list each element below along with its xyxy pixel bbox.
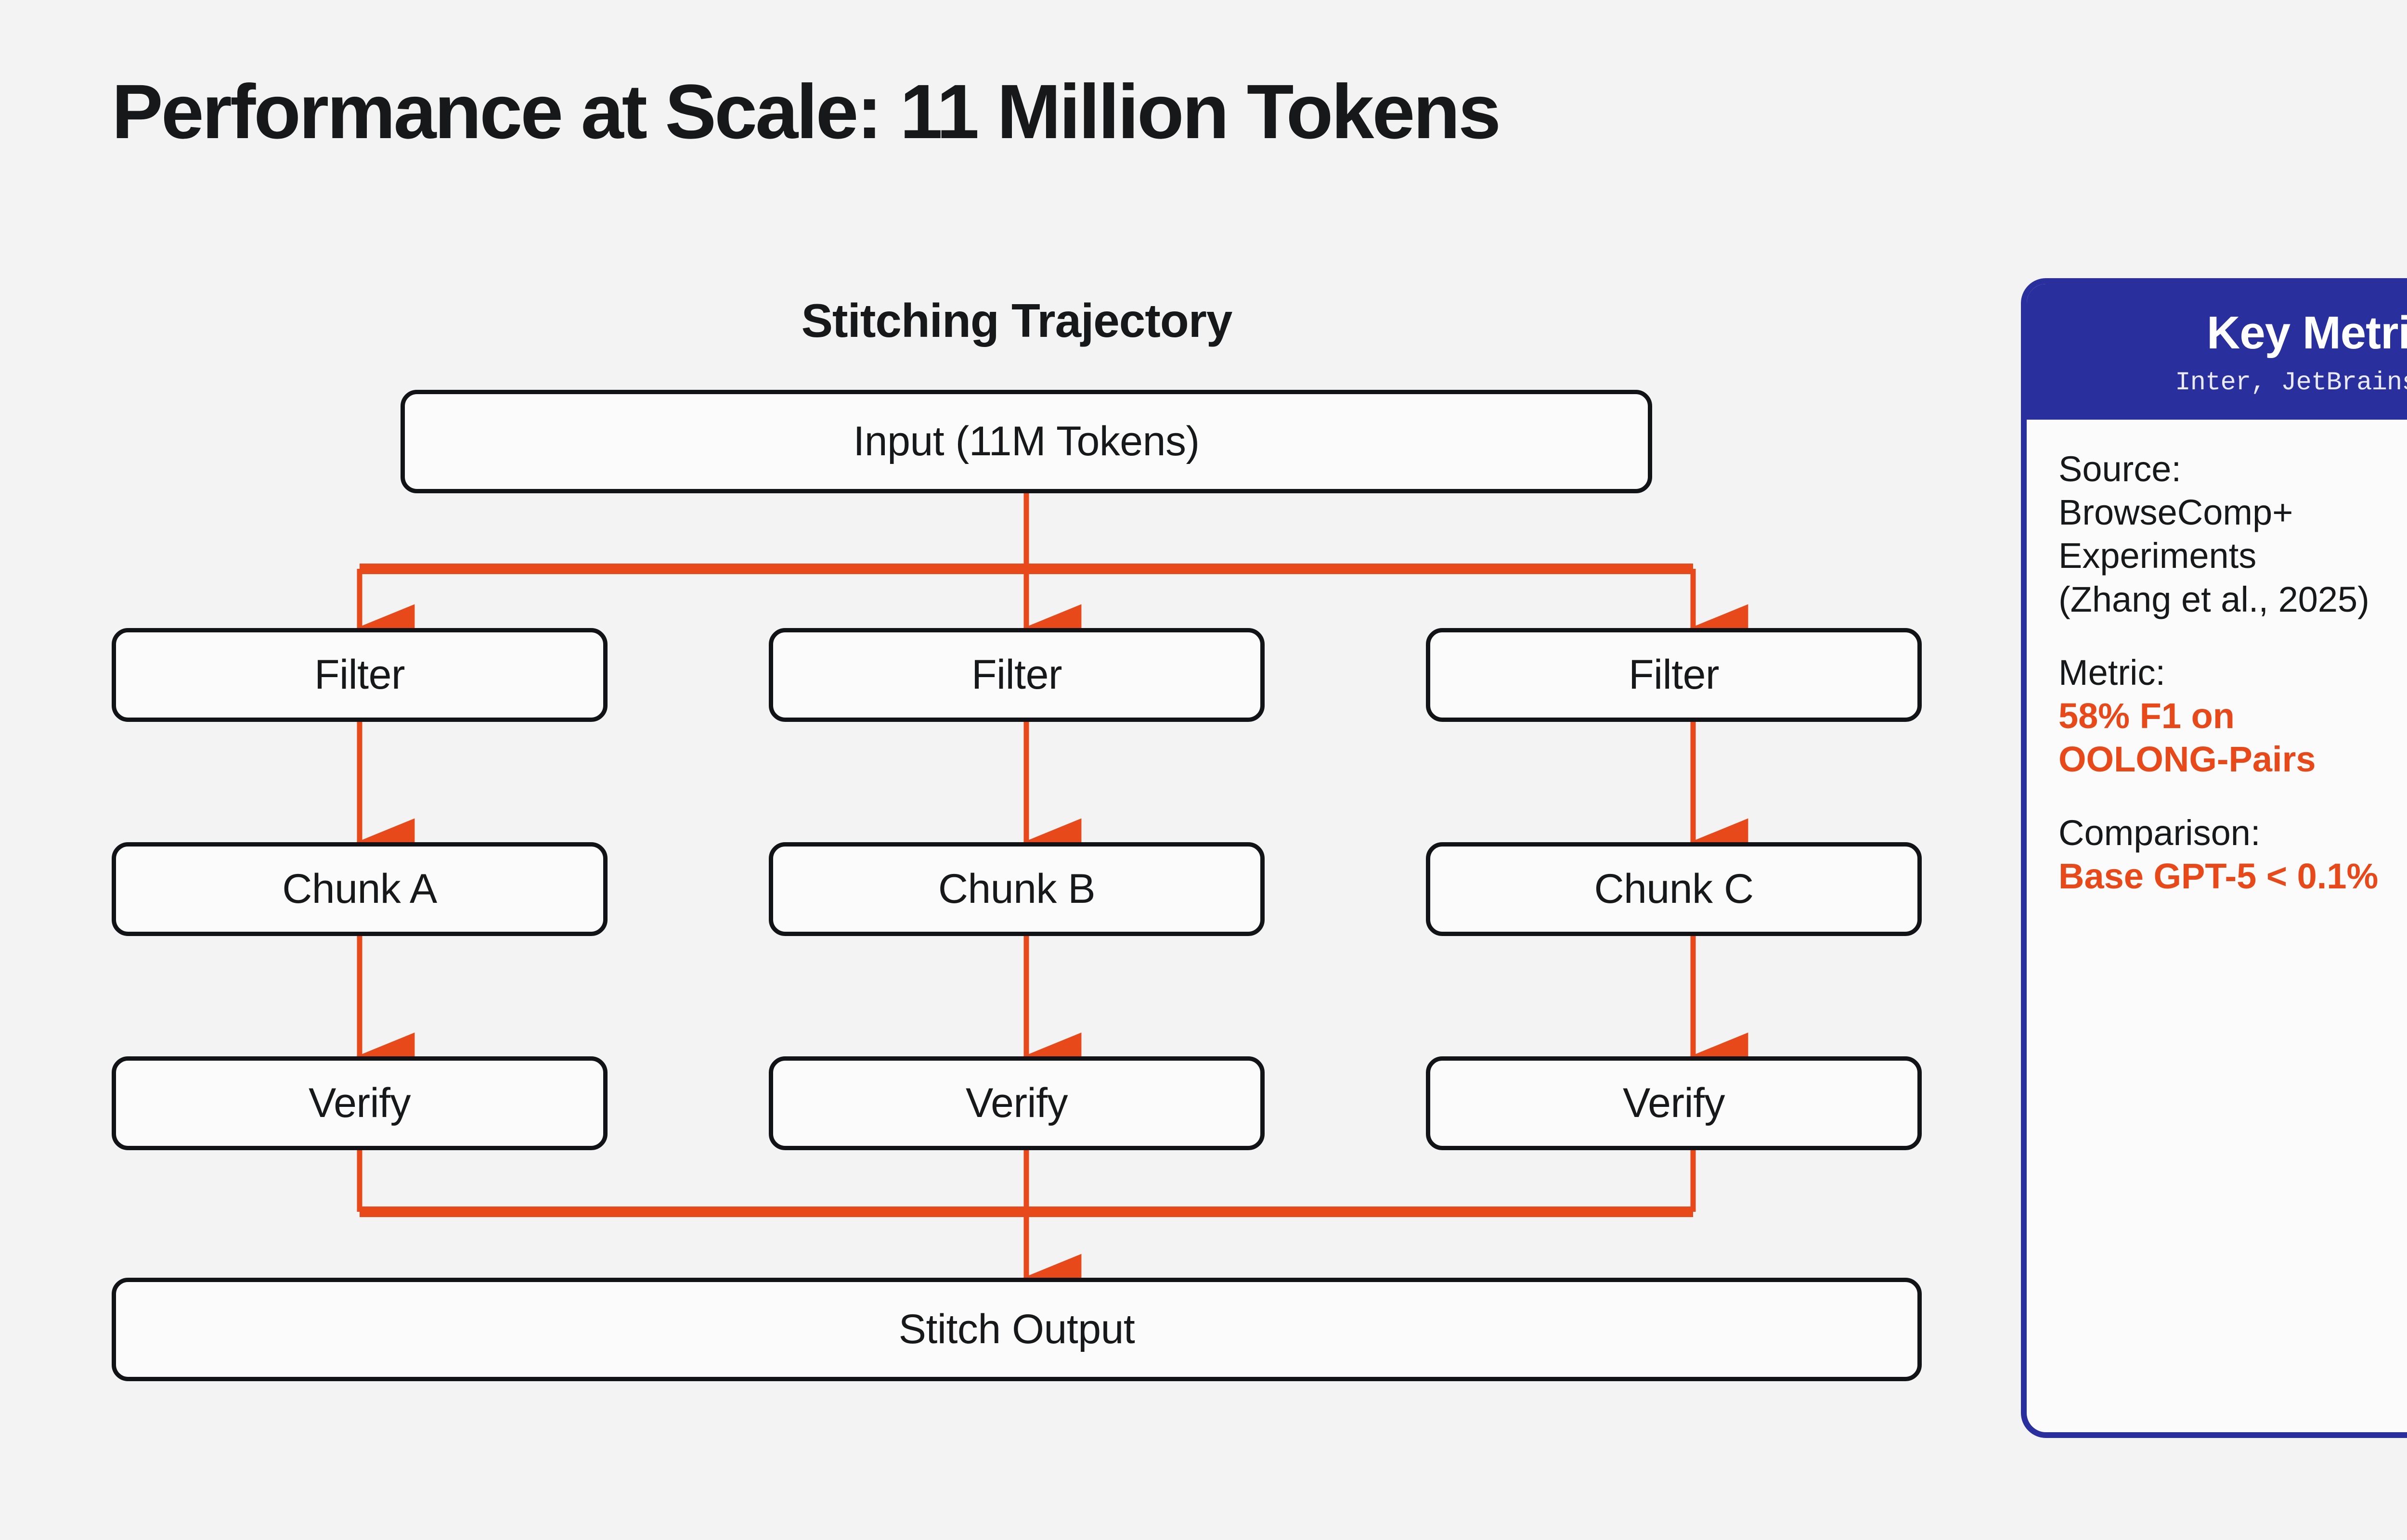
page-title: Performance at Scale: 11 Million Tokens (112, 68, 1501, 154)
metric-row-comparison: Comparison: Base GPT-5 < 0.1% (2058, 811, 2407, 898)
key-metrics-title: Key Metrics (2207, 307, 2407, 359)
node-filter-3[interactable]: Filter (1426, 628, 1922, 722)
metric-value: 58% F1 on OOLONG-Pairs (2058, 696, 2316, 780)
metric-row-source: Source: BrowseComp+ Experiments (Zhang e… (2058, 448, 2407, 621)
metric-row-metric: Metric: 58% F1 on OOLONG-Pairs (2058, 651, 2407, 782)
node-chunk-a[interactable]: Chunk A (112, 842, 608, 936)
comparison-label: Comparison: (2058, 812, 2261, 853)
source-label: Source: (2058, 449, 2182, 489)
key-metrics-subtitle: Inter, JetBrains Mono (2175, 368, 2407, 398)
source-value: BrowseComp+ Experiments (Zhang et al., 2… (2058, 492, 2369, 619)
key-metrics-body: Source: BrowseComp+ Experiments (Zhang e… (2027, 420, 2407, 898)
node-verify-3[interactable]: Verify (1426, 1056, 1922, 1150)
key-metrics-header: Key Metrics Inter, JetBrains Mono (2027, 284, 2407, 420)
node-verify-2[interactable]: Verify (769, 1056, 1265, 1150)
comparison-value: Base GPT-5 < 0.1% (2058, 856, 2379, 896)
node-filter-2[interactable]: Filter (769, 628, 1265, 722)
node-verify-1[interactable]: Verify (112, 1056, 608, 1150)
node-chunk-b[interactable]: Chunk B (769, 842, 1265, 936)
key-metrics-panel: Key Metrics Inter, JetBrains Mono Source… (2021, 278, 2407, 1438)
node-filter-1[interactable]: Filter (112, 628, 608, 722)
stitching-trajectory-diagram: Stitching Trajectory (112, 274, 1922, 1420)
node-input[interactable]: Input (11M Tokens) (401, 390, 1652, 493)
diagram-heading: Stitching Trajectory (801, 294, 1233, 347)
node-stitch-output[interactable]: Stitch Output (112, 1278, 1922, 1381)
node-chunk-c[interactable]: Chunk C (1426, 842, 1922, 936)
metric-label: Metric: (2058, 652, 2165, 693)
